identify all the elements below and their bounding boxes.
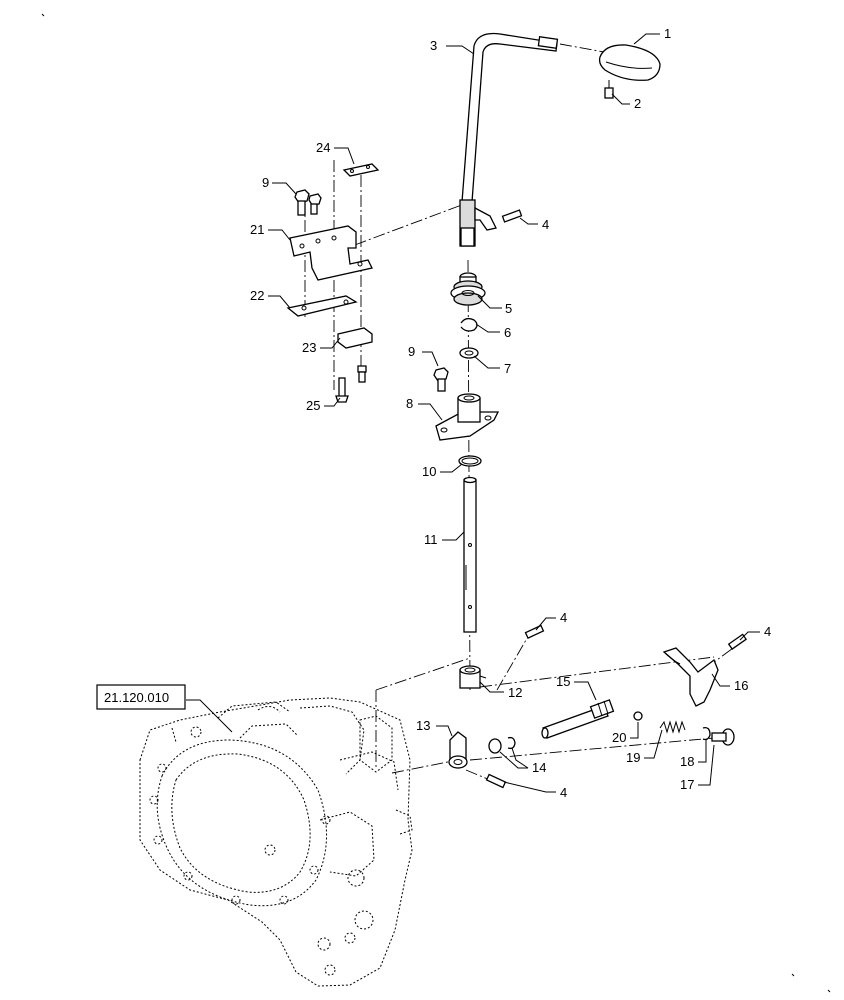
selector-finger: [448, 731, 468, 769]
lever-housing: [435, 393, 500, 441]
shift-fork: [662, 647, 719, 707]
bracket-screws: [335, 365, 367, 403]
roll-pin-middle: [524, 624, 545, 639]
callout-6: 6: [504, 325, 511, 340]
callout-19: 19: [626, 750, 640, 765]
callout-labels: 1 2 3 4 5 6 7 8 9 10 11 4 12 13 14 4 15 …: [250, 26, 771, 800]
callout-18: 18: [680, 754, 694, 769]
assembly-centerlines: [304, 43, 741, 781]
selector-shaft: [463, 476, 477, 633]
washer: [459, 347, 479, 359]
callout-22: 22: [250, 288, 264, 303]
callout-4-lower: 4: [560, 785, 567, 800]
retaining-ring: [702, 727, 711, 741]
callout-11: 11: [424, 532, 438, 547]
callout-9-housing: 9: [408, 344, 415, 359]
top-plate: [342, 163, 380, 177]
detent-ball: [633, 711, 643, 721]
flange-bolt-bracket: [294, 189, 322, 216]
callout-10: 10: [422, 464, 436, 479]
callout-7: 7: [504, 361, 511, 376]
callout-25: 25: [306, 398, 320, 413]
callout-15: 15: [556, 674, 570, 689]
bracket-plate: [286, 295, 358, 317]
gear-lever-boot: [450, 272, 486, 306]
callout-13: 13: [416, 718, 430, 733]
callout-17: 17: [680, 777, 694, 792]
callout-14: 14: [532, 760, 546, 775]
callout-3: 3: [430, 38, 437, 53]
reference-label: 21.120.010: [104, 690, 169, 705]
detent-spring: [659, 720, 686, 734]
knob: [598, 44, 661, 81]
callout-24: 24: [316, 140, 330, 155]
callout-4-upper: 4: [542, 217, 549, 232]
callout-16: 16: [734, 678, 748, 693]
callout-leaders: [186, 33, 760, 793]
callout-1: 1: [664, 26, 671, 41]
reference-box[interactable]: 21.120.010: [96, 684, 186, 710]
o-ring: [458, 455, 482, 467]
shaft-collar: [459, 665, 487, 689]
flange-bolt-housing: [433, 367, 449, 392]
spacer-block: [337, 327, 373, 349]
callout-4-fork: 4: [764, 624, 771, 639]
callout-20: 20: [612, 730, 626, 745]
callout-4-middle: 4: [560, 610, 567, 625]
callout-23: 23: [302, 340, 316, 355]
callout-12: 12: [508, 685, 522, 700]
callout-9-bracket: 9: [262, 175, 269, 190]
callout-8: 8: [406, 396, 413, 411]
roll-pin-upper: [501, 209, 523, 223]
transmission-housing: [139, 697, 413, 987]
roll-pin-lower: [485, 773, 507, 789]
gear-lever: [459, 32, 559, 247]
callout-21: 21: [250, 222, 264, 237]
callout-2: 2: [634, 96, 641, 111]
shift-rod: [541, 699, 615, 739]
snap-rings: [488, 736, 516, 754]
callout-5: 5: [505, 301, 512, 316]
set-screw: [604, 80, 614, 99]
plug: [711, 728, 735, 746]
corner-marks: [41, 13, 831, 993]
circlip: [460, 317, 478, 332]
mounting-bracket: [289, 225, 373, 281]
